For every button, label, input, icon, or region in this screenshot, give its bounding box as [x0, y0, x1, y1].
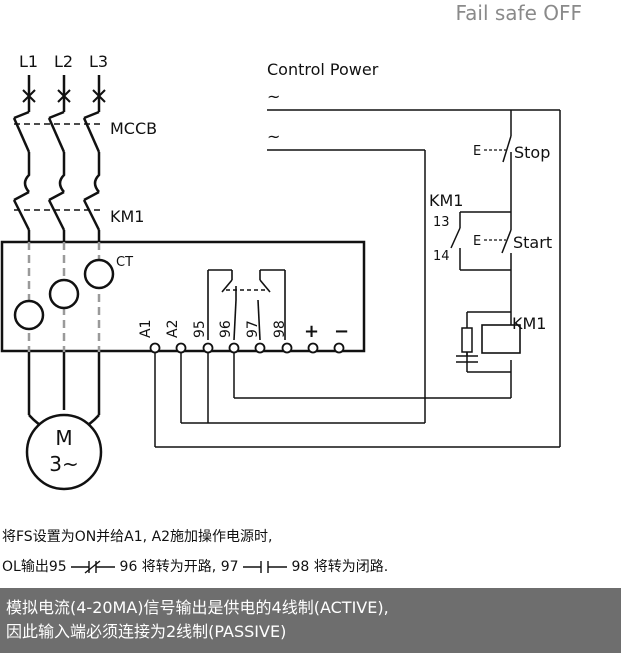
- terminal-plus: [307, 342, 319, 354]
- note-line-2-mid: 96 将转为开路, 97: [119, 559, 239, 575]
- wiring-diagram: Fail safe OFF L1 L2 L3: [0, 1, 582, 491]
- motor: [25, 413, 103, 491]
- km1-coil: [481, 324, 521, 354]
- note-line-1: 将FS设置为ON并给A1, A2施加操作电源时,: [2, 529, 273, 545]
- terminal-96: [228, 342, 240, 354]
- ac-symbol-top: ~: [267, 87, 280, 106]
- phase-label-l1: L1: [19, 52, 38, 71]
- banner-line-1: 模拟电流(4-20MA)信号输出是供电的4线制(ACTIVE),: [6, 598, 389, 617]
- terminal-label-plus: +: [304, 321, 319, 342]
- stop-label: Stop: [514, 143, 550, 162]
- terminal-98: [281, 342, 293, 354]
- terminal-label-minus: −: [334, 321, 349, 342]
- terminal-a2: [175, 342, 187, 354]
- note-line-2-pre: OL输出95: [2, 559, 67, 575]
- aux-terminal-13: 13: [433, 215, 450, 230]
- control-power-label: Control Power: [267, 60, 379, 79]
- actuator-links: [484, 149, 506, 241]
- stop-e-mark: E: [473, 144, 481, 159]
- nc-contact-icon: [71, 560, 116, 574]
- ct-coil-l3: [83, 258, 115, 290]
- phase-label-l3: L3: [89, 52, 108, 71]
- warning-banner: 模拟电流(4-20MA)信号输出是供电的4线制(ACTIVE), 因此输入端必须…: [0, 588, 621, 653]
- motor-letter: M: [55, 426, 72, 450]
- terminal-label-a1: A1: [138, 320, 154, 338]
- start-label: Start: [513, 233, 552, 252]
- ct-coil-l2: [48, 278, 80, 310]
- terminal-95: [202, 342, 214, 354]
- terminal-minus: [333, 342, 345, 354]
- aux-terminal-14: 14: [433, 249, 450, 264]
- motor-phase: 3~: [49, 452, 78, 476]
- phase-label-l2: L2: [54, 52, 73, 71]
- terminal-97: [254, 342, 266, 354]
- notes: 将FS设置为ON并给A1, A2施加操作电源时, OL输出95 96 将转为开路…: [2, 522, 618, 582]
- ct-coil-l1: [13, 299, 45, 331]
- terminal-label-a2: A2: [165, 320, 181, 338]
- coil-label: KM1: [512, 314, 546, 333]
- no-contact-icon: [242, 561, 287, 573]
- note-line-2-post: 98 将转为闭路.: [291, 559, 389, 575]
- note-line-2: OL输出95 96 将转为开路, 97 98 将转为闭路.: [2, 552, 618, 582]
- terminal-a1: [149, 342, 161, 354]
- terminal-labels: A1 A2 95 96 97 98 + −: [138, 320, 349, 342]
- control-wiring: [154, 109, 561, 448]
- banner-line-2: 因此输入端必须连接为2线制(PASSIVE): [6, 622, 287, 641]
- terminal-label-95: 95: [192, 320, 208, 338]
- header-mode: Fail safe OFF: [455, 1, 582, 25]
- power-lines: [12, 75, 101, 430]
- km1-aux-label: KM1: [429, 191, 463, 210]
- terminal-points: [149, 342, 345, 354]
- ac-symbol-bottom: ~: [267, 127, 280, 146]
- terminal-label-97: 97: [245, 320, 261, 338]
- km1-contactor-label: KM1: [110, 207, 144, 226]
- mechanical-links: [14, 123, 104, 211]
- coil-suppressor: [456, 327, 478, 363]
- mccb-label: MCCB: [110, 119, 157, 138]
- start-e-mark: E: [473, 234, 481, 249]
- relay-contacts: [207, 269, 286, 341]
- ct-label: CT: [116, 255, 133, 270]
- terminal-label-98: 98: [272, 320, 288, 338]
- terminal-label-96: 96: [218, 320, 234, 338]
